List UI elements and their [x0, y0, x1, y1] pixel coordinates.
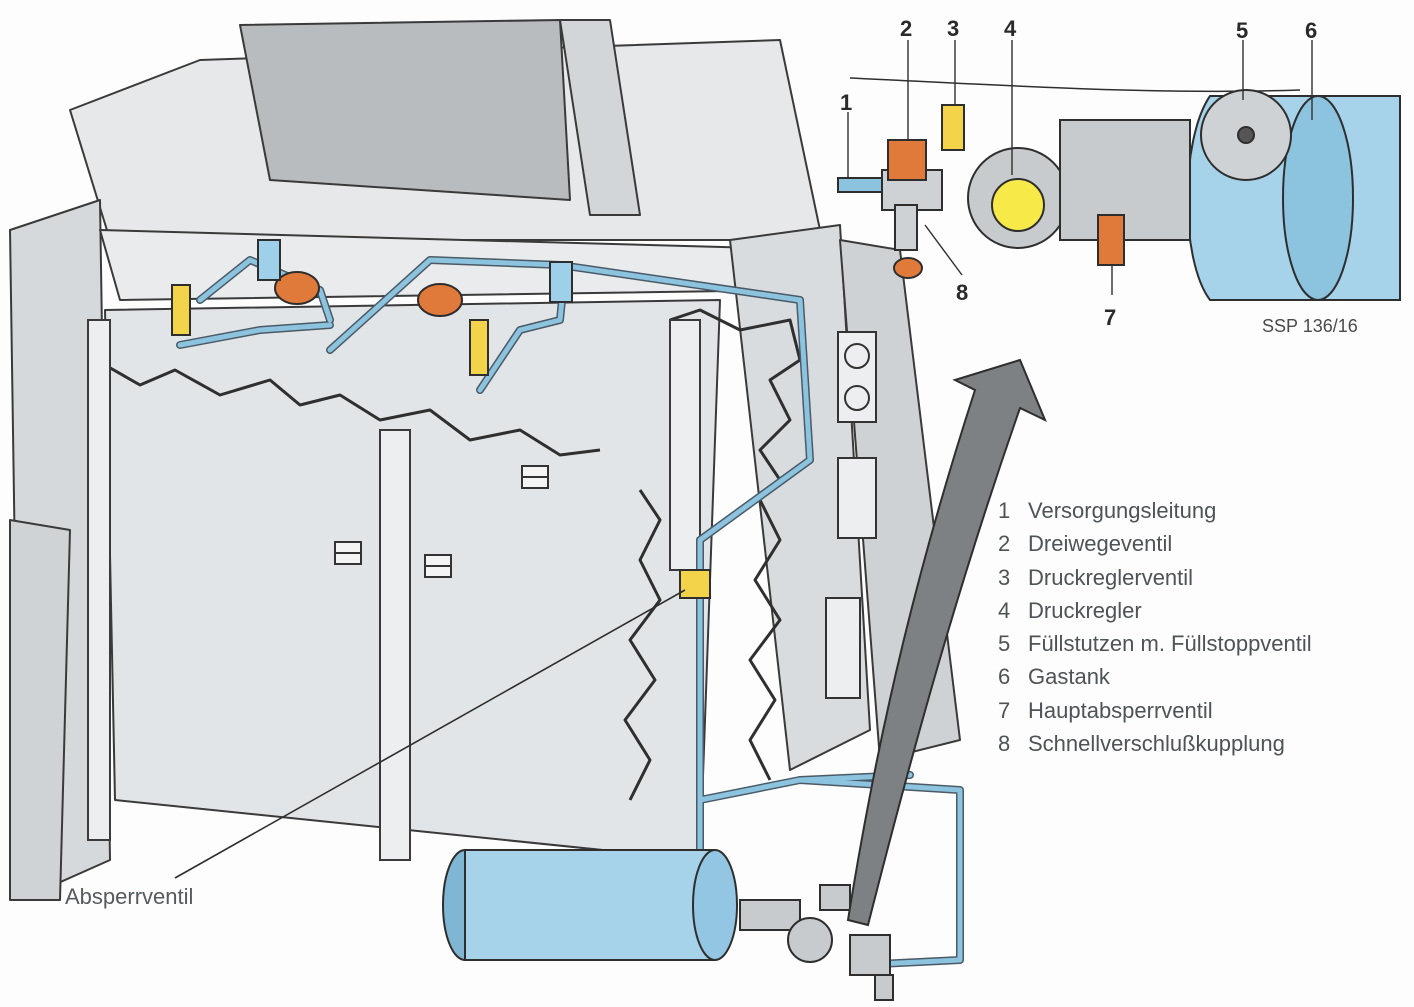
legend-text: Gastank [1028, 664, 1110, 690]
legend-text: Versorgungsleitung [1028, 498, 1217, 523]
legend-number: 8 [998, 731, 1011, 757]
shutoff-leader [174, 589, 686, 879]
wall-fixtures [825, 331, 877, 699]
legend-text: Druckreglerventil [1028, 564, 1194, 590]
callout-7: 7 [1104, 305, 1116, 330]
callout-6: 6 [1305, 18, 1317, 43]
legend-text: Hauptabsperrventil [1028, 697, 1213, 723]
legend-text: Schnellverschlußkupplung [1028, 731, 1285, 757]
legend-item: 5 Füllstutzen m. Füllstoppventil [998, 627, 1312, 660]
legend-text: Füllstutzen m. Füllstoppventil [1028, 631, 1312, 657]
callout-5: 5 [1236, 18, 1248, 43]
legend-item: 3 Druckreglerventil [998, 561, 1312, 594]
cabinet-outline [9, 19, 961, 901]
gas-tank [442, 849, 738, 961]
callout-3: 3 [947, 16, 959, 41]
legend-number: 7 [998, 697, 1011, 723]
legend-number: 6 [998, 664, 1011, 690]
legend-item: 7 Hauptabsperrventil [998, 694, 1312, 727]
legend-number: 4 [998, 597, 1011, 623]
cutaway-edge [104, 308, 802, 801]
legend-item: 6 Gastank [998, 660, 1312, 693]
legend-text: Druckregler [1028, 597, 1142, 623]
drawer-handles [334, 465, 549, 578]
inset-detail [837, 77, 1401, 301]
legend-text: Dreiwegeventil [1028, 531, 1173, 557]
legend-item: 2 Dreiwegeventil [998, 527, 1312, 560]
legend-item: 8 Schnellverschlußkupplung [998, 727, 1312, 760]
callout-1: 1 [840, 90, 852, 115]
legend-item: 1 Versorgungsleitung [998, 494, 1312, 527]
cabinet-posts [87, 319, 701, 861]
legend-number: 2 [998, 531, 1011, 557]
callout-8: 8 [956, 280, 968, 305]
legend-number: 5 [998, 631, 1011, 657]
callout-2: 2 [900, 16, 912, 41]
gas-pipes [176, 256, 964, 969]
legend-number: 1 [998, 498, 1011, 523]
legend-item: 4 Druckregler [998, 594, 1312, 627]
tank-fittings [739, 884, 894, 1001]
figure-code: SSP 136/16 [1262, 316, 1358, 336]
legend-number: 3 [998, 564, 1011, 590]
zoom-arrow [846, 358, 1047, 927]
callout-leaders [847, 40, 1313, 295]
callout-numbers: 1 2 3 4 5 6 7 8 [840, 16, 1317, 330]
callout-4: 4 [1004, 16, 1017, 41]
appliance-valves [171, 239, 711, 599]
label-absperrventil: Absperrventil [65, 884, 193, 909]
